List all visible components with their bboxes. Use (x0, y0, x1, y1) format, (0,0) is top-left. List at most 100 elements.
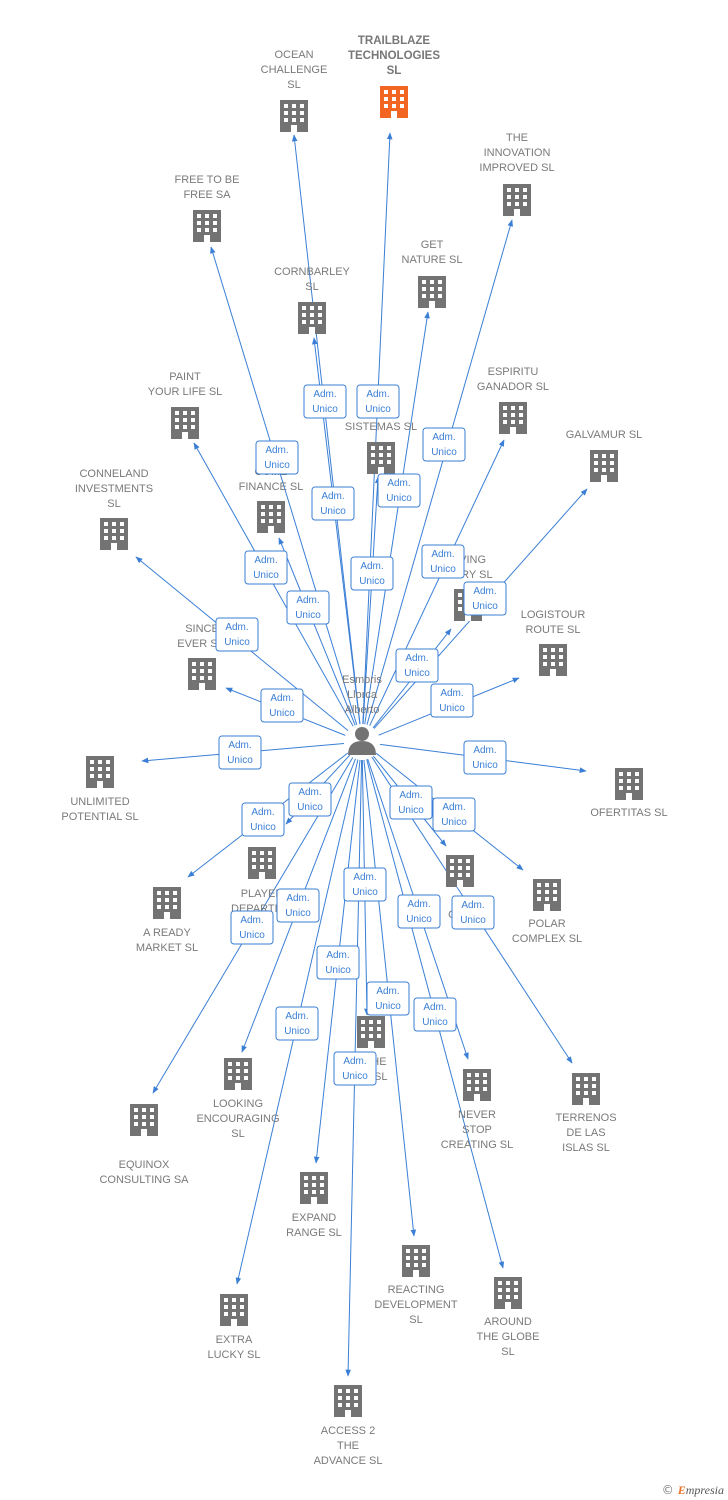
role-badge-access2[interactable]: Adm.Unico (333, 1051, 377, 1086)
role-badge-neverstop[interactable]: Adm.Unico (397, 894, 441, 929)
role-badge-trailblaze[interactable]: Adm.Unico (356, 384, 400, 419)
edge-innovation (366, 219, 513, 725)
role-badge-paint[interactable]: Adm.Unico (244, 550, 288, 585)
role-badge-player[interactable]: Adm.Unico (288, 782, 332, 817)
role-label: Unico (224, 637, 250, 648)
building-icon (300, 1172, 328, 1204)
role-label: Adm. (442, 802, 465, 813)
role-badge-sistemas[interactable]: Adm.Unico (350, 556, 394, 591)
role-label: Adm. (321, 491, 344, 502)
role-label: Unico (312, 404, 338, 415)
role-badge-aready[interactable]: Adm.Unico (241, 802, 285, 837)
brand-logo-first: E (677, 1483, 686, 1497)
role-badge-extralucky[interactable]: Adm.Unico (275, 1006, 319, 1041)
role-badge-freetobe[interactable]: Adm.Unico (255, 440, 299, 475)
company-label-line: CHALLENGE (261, 64, 328, 76)
role-badge-expand[interactable]: Adm.Unico (316, 945, 360, 980)
role-badge-espiritu[interactable]: Adm.Unico (421, 544, 465, 579)
edge-espiritu (369, 439, 505, 726)
role-badge-ocean[interactable]: Adm.Unico (303, 384, 347, 419)
person-name-line: Esmoris (342, 674, 382, 686)
role-badge-since[interactable]: Adm.Unico (260, 688, 304, 723)
company-label-line: SINCE (185, 623, 219, 635)
role-label: Unico (359, 576, 385, 587)
role-badge-looking[interactable]: Adm.Unico (276, 888, 320, 923)
role-badge-ofertitas[interactable]: Adm.Unico (463, 740, 507, 775)
building-icon (193, 210, 221, 242)
company-node-ofertitas[interactable]: OFERTITAS SL (590, 768, 668, 819)
role-badge-terrenos[interactable]: Adm.Unico (451, 895, 495, 930)
role-label: Unico (441, 817, 467, 828)
person-name-line: Llorca (347, 689, 378, 701)
role-label: Unico (422, 1017, 448, 1028)
role-label: Unico (352, 887, 378, 898)
company-label-line: OCEAN (274, 49, 313, 61)
role-badge-the[interactable]: Adm.Unico (343, 867, 387, 902)
building-icon (86, 756, 114, 788)
edge-trailblaze (362, 132, 393, 725)
company-label-line: CREATING SL (441, 1139, 514, 1151)
role-label: Adm. (473, 745, 496, 756)
company-label-line: ENCOURAGING (196, 1113, 279, 1125)
role-badge-reacting[interactable]: Adm.Unico (366, 981, 410, 1016)
company-label-line: ISLAS SL (562, 1142, 610, 1154)
edge-paint (193, 442, 354, 727)
company-label-line: ESPIRITU (488, 366, 539, 378)
building-icon (380, 86, 408, 118)
brand-footer[interactable]: ©Empresia (662, 1483, 724, 1498)
company-label-line: POLAR (528, 918, 565, 930)
role-badge-finance[interactable]: Adm.Unico (286, 590, 330, 625)
building-icon (334, 1385, 362, 1417)
role-badge-conneland[interactable]: Adm. Unico (215, 617, 259, 652)
company-label-line: TRAILBLAZE (358, 35, 431, 47)
role-badge-getnature[interactable]: Adm.Unico (377, 473, 421, 508)
role-badge-unlimited[interactable]: Adm.Unico (218, 735, 262, 770)
role-label: Unico (404, 668, 430, 679)
role-label: Unico (430, 564, 456, 575)
role-badge-polar[interactable]: Adm. Unico (432, 797, 476, 832)
role-badge-innovation[interactable]: Adm.Unico (422, 427, 466, 462)
role-badge-cornbarley[interactable]: Adm. Unico (311, 486, 355, 521)
company-label-line: NATURE SL (402, 254, 463, 266)
role-badge-equinox[interactable]: Adm.Unico (230, 910, 274, 945)
role-badge-galvamur[interactable]: Adm.Unico (463, 581, 507, 616)
company-label-line: LOGISTOUR (521, 609, 586, 621)
company-node-espiritu[interactable]: ESPIRITU GANADOR SL (477, 366, 549, 434)
role-badge-logistour[interactable]: Adm.Unico (430, 683, 474, 718)
role-badge-living[interactable]: Adm.Unico (395, 648, 439, 683)
brand-logo-rest: mpresia (685, 1483, 724, 1497)
company-label-line: SL (231, 1128, 244, 1140)
role-label: Adm. (225, 622, 248, 633)
company-label-line: GANADOR SL (477, 381, 549, 393)
company-node-galvamur[interactable]: GALVAMUR SL (566, 429, 643, 482)
role-badge-fo[interactable]: Adm.Unico (389, 785, 433, 820)
role-label: Unico (431, 447, 457, 458)
role-label: Unico (320, 506, 346, 517)
role-badge-around[interactable]: Adm.Unico (413, 997, 457, 1032)
company-label-line: TECHNOLOGIES (348, 50, 440, 62)
